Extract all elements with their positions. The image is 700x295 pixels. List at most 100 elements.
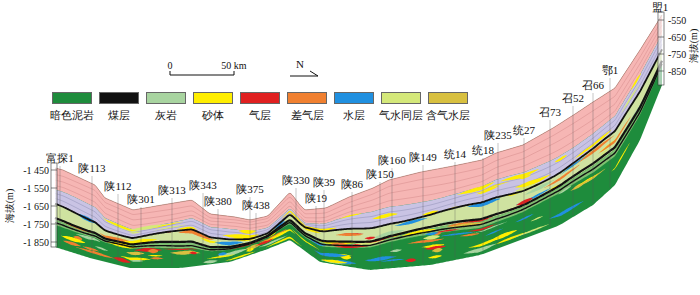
mudstone-band [55,15,662,270]
reservoir-lens [555,155,567,162]
well-stick [118,194,119,263]
depth-tick [658,37,664,38]
depth-tick [51,188,57,189]
reservoir-lens [577,135,615,163]
axis-title: 海拔(m) [4,189,15,223]
well-name: 召73 [539,106,561,118]
well-name: 陕438 [242,199,270,211]
well-stick [380,182,381,267]
depth-tick [51,170,57,171]
reservoir-lens [428,255,442,258]
well-stick [610,78,611,188]
legend-swatch [428,92,468,104]
middle-band [55,35,662,239]
legend-swatch [287,92,327,104]
well-stick [550,120,551,227]
reservoir-lens [372,213,398,219]
reservoir-lens [488,230,516,242]
well-stick [141,207,142,266]
reservoir-lens [224,251,256,260]
well-name: 陕86 [341,178,363,190]
legend-label: 砂体 [202,110,224,122]
legend-swatch [52,92,92,104]
axis-tick: -850 [668,66,686,77]
legend-label: 差气层 [291,110,324,122]
scale-bar [170,71,234,75]
well-name: 陕375 [236,183,264,195]
well-name: 陕19 [305,192,327,204]
well-name: 陕39 [313,176,335,188]
axis-title: 海拔(m) [688,29,699,63]
reservoir-lens [147,249,158,253]
reservoir-lens [467,199,500,207]
reservoir-lens [129,232,141,234]
reservoir-lens [101,215,137,231]
well-stick [423,165,424,264]
axis-tick: -1 650 [23,201,49,212]
reservoir-lens [238,230,256,234]
well-name: 召52 [562,92,584,104]
reservoir-lens [365,237,376,240]
well-stick [498,143,499,246]
reservoir-lens [314,250,347,257]
legend-label: 煤层 [108,110,130,122]
well-name: 陕113 [78,162,105,174]
reservoir-lens [320,260,347,264]
axis-tick: -650 [668,32,686,43]
depth-column [51,163,57,247]
reservoir-lens [474,221,509,233]
well-stick [573,106,574,215]
reservoir-lens [203,260,218,263]
well-stick [256,213,257,251]
well-name: 陕149 [409,151,437,163]
coal-seam [55,61,662,248]
bedding-line [55,20,662,222]
well-name: 盟1 [652,1,669,13]
well-name: 富探1 [46,152,74,164]
coal-seam [55,64,662,250]
reservoir-lens [621,85,639,114]
well-name: 鄂1 [602,64,619,76]
well-stick [172,198,173,266]
well-name: 陕235 [484,129,512,141]
reservoir-lens [113,257,131,262]
depth-tick [658,54,664,55]
legend-swatch [99,92,139,104]
scale-label: 50 km [221,60,246,71]
reservoir-lens [531,216,543,221]
axis-tick: -1 750 [23,219,49,230]
well-stick [218,209,219,261]
reservoir-lens [500,169,539,181]
legend-label: 气层 [249,110,271,122]
well-name: 统18 [472,144,494,156]
north-arrow [290,71,318,76]
well-name: 统27 [513,124,535,136]
axis-tick: -750 [668,49,686,60]
coal-seam [55,49,662,239]
well-stick [524,138,525,237]
axis-tick: -1 850 [23,237,49,248]
legend-swatch [240,92,280,104]
reservoir-lens [485,229,503,236]
reservoir-lens [560,156,586,175]
axis-tick: -1 550 [23,183,49,194]
reservoir-lens [162,248,198,250]
reservoir-lens [390,249,402,252]
well-name: 陕160 [378,154,406,166]
legend-swatch [146,92,186,104]
well-stick [392,168,393,266]
well-stick [483,158,484,252]
well-stick [296,188,297,242]
reservoir-lens [218,252,227,255]
reservoir-lens [170,251,200,255]
reservoir-lens [432,248,443,252]
legend-label: 气水同层 [379,110,423,122]
legend-label: 暗色泥岩 [50,110,94,122]
well-stick [352,192,353,265]
well-name: 陕380 [204,195,232,207]
well-name: 陕301 [127,193,155,205]
well-name: 统14 [444,148,466,160]
reservoir-lens [339,213,362,218]
reservoir-lens [61,236,85,243]
reservoir-lens [147,255,162,256]
